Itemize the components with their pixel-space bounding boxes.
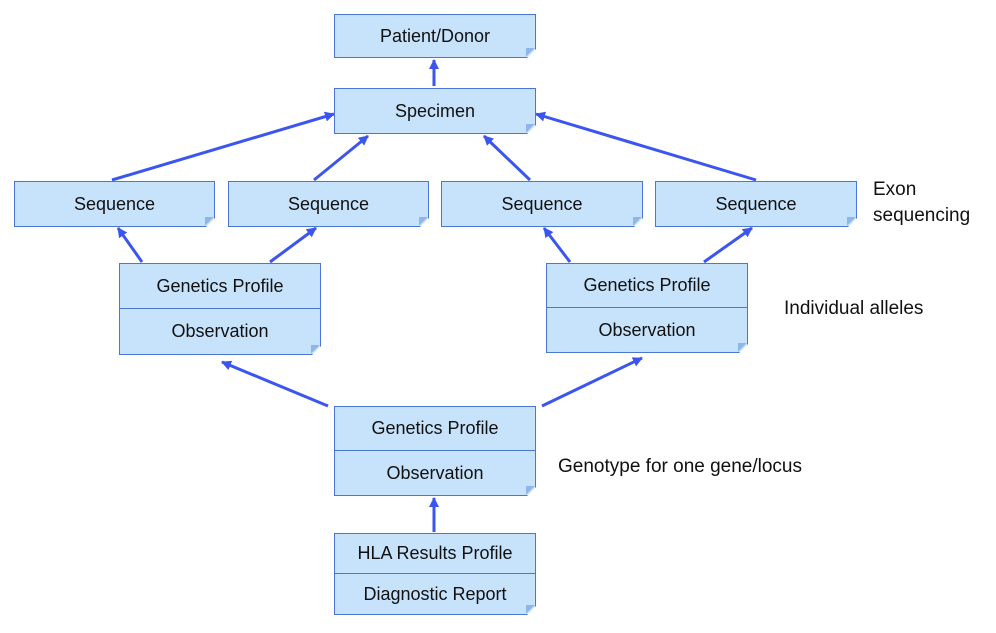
allele-stack-left: Genetics Profile Observation <box>119 263 321 355</box>
diagnostic-report-label: Diagnostic Report <box>363 583 507 604</box>
arrow-gp1-to-seq1 <box>116 227 144 263</box>
arrow-gp2-to-seq3 <box>542 227 572 263</box>
genotype-note: Genotype for one gene/locus <box>558 456 803 477</box>
sequence-box-2: Sequence <box>228 181 429 227</box>
specimen-label: Specimen <box>394 100 476 121</box>
sequence-box-3: Sequence <box>441 181 643 227</box>
genetics-profile-label: Genetics Profile <box>156 275 284 296</box>
arrow-gp1-to-seq2 <box>269 226 317 264</box>
patient-donor-label: Patient/Donor <box>379 25 491 46</box>
exon-line: Exon <box>873 179 917 200</box>
arrow-gp3-to-obs2 <box>541 356 643 408</box>
allele-stack-right: Genetics Profile Observation <box>546 263 748 353</box>
sequence-box-1: Sequence <box>14 181 215 227</box>
exon-sequencing-note: Exon sequencing <box>873 177 970 229</box>
observation-cell: Observation <box>334 450 536 496</box>
genetics-profile-label: Genetics Profile <box>371 418 499 438</box>
sequence-label: Sequence <box>501 193 583 214</box>
sequence-label: Sequence <box>73 193 156 214</box>
report-stack: HLA Results Profile Diagnostic Report <box>334 533 536 615</box>
diagnostic-report-cell: Diagnostic Report <box>334 573 536 615</box>
arrow-gp2-to-seq4 <box>703 226 753 264</box>
observation-cell: Observation <box>119 308 321 355</box>
individual-alleles-note: Individual alleles <box>784 298 924 319</box>
sequencing-line: sequencing <box>873 205 971 226</box>
sequence-label: Sequence <box>287 193 370 214</box>
hla-results-profile-label: HLA Results Profile <box>357 543 513 563</box>
arrow-seq2-to-specimen <box>313 134 369 182</box>
specimen-box: Specimen <box>334 88 536 134</box>
genetics-profile-cell: Genetics Profile <box>334 406 536 451</box>
observation-label: Observation <box>386 462 484 483</box>
observation-label: Observation <box>598 319 696 340</box>
observation-cell: Observation <box>546 307 748 353</box>
arrow-seq4-to-specimen <box>535 111 757 182</box>
arrow-seq3-to-specimen <box>482 134 532 182</box>
sequence-label: Sequence <box>715 193 797 214</box>
sequence-box-4: Sequence <box>655 181 857 227</box>
patient-donor-box: Patient/Donor <box>334 14 536 58</box>
genetics-profile-cell: Genetics Profile <box>546 263 748 308</box>
arrow-seq1-to-specimen <box>111 111 335 182</box>
arrow-gp3-to-obs1 <box>221 360 329 408</box>
genotype-stack: Genetics Profile Observation <box>334 406 536 496</box>
hla-results-profile-cell: HLA Results Profile <box>334 533 536 574</box>
genetics-profile-cell: Genetics Profile <box>119 263 321 309</box>
genetics-profile-label: Genetics Profile <box>583 275 711 295</box>
observation-label: Observation <box>171 321 269 341</box>
